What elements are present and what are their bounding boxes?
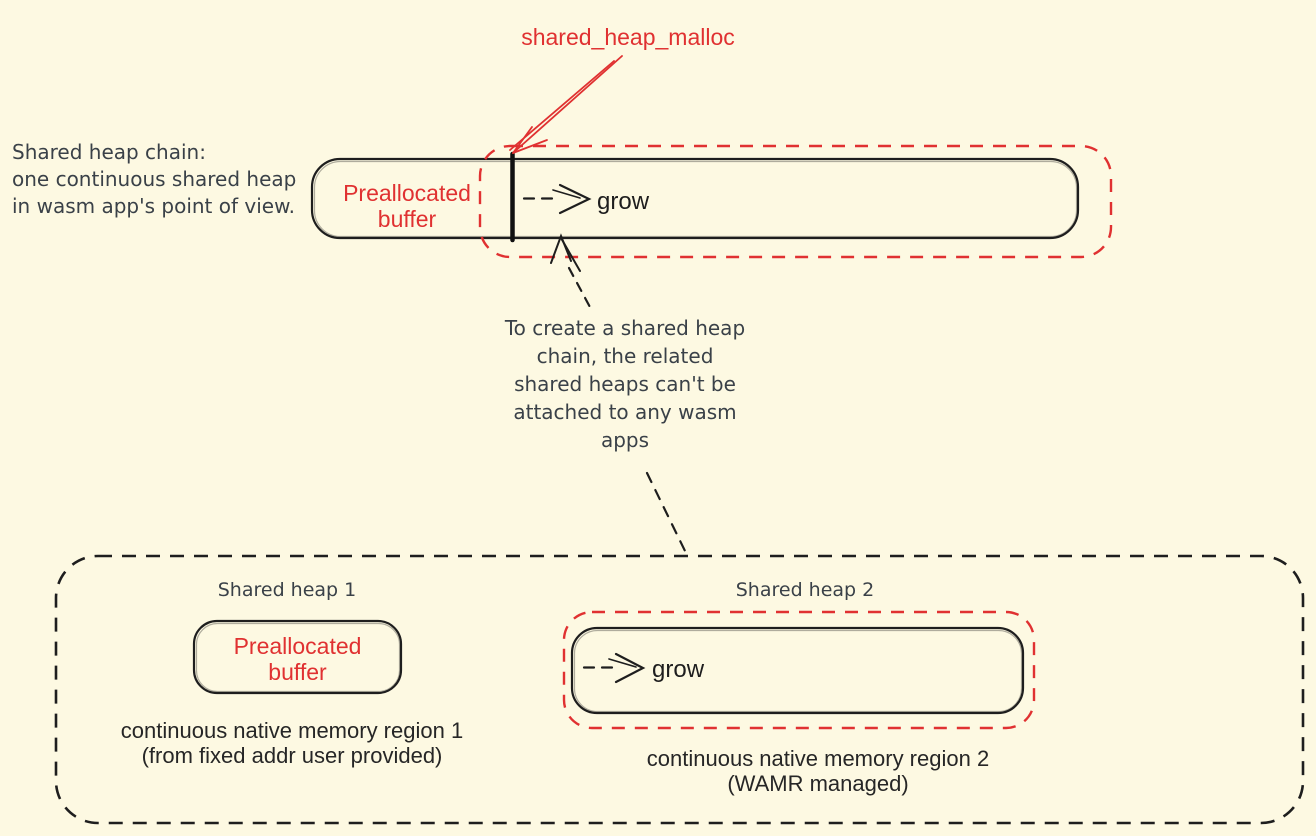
heap2-memory-region-note: continuous native memory region 2 (WAMR … — [646, 746, 990, 796]
chain-growable-red-outline — [478, 144, 1113, 259]
heap2-grow-label: grow — [652, 656, 705, 683]
chain-preallocated-buffer-label: Preallocated buffer — [343, 180, 471, 232]
heap1-memory-region-note: continuous native memory region 1 (from … — [120, 718, 464, 768]
heap1-title: Shared heap 1 — [217, 579, 357, 601]
malloc-arrow — [509, 55, 623, 154]
heap2-box — [570, 626, 1025, 715]
chain-description-note: Shared heap chain: one continuous shared… — [12, 140, 297, 218]
grow-arrow — [522, 183, 592, 215]
attach-pointer-arrow — [550, 233, 581, 272]
create-chain-note: To create a shared heap chain, the relat… — [504, 316, 746, 452]
group-dashed-connector — [645, 471, 688, 555]
chain-grow-label: grow — [597, 188, 650, 215]
heap1-preallocated-buffer-label: Preallocated buffer — [233, 633, 362, 685]
malloc-function-label: shared_heap_malloc — [521, 24, 735, 50]
heap2-red-outline — [562, 610, 1036, 730]
heap2-grow-arrow — [582, 652, 646, 684]
attach-dashed-connector — [567, 266, 593, 311]
heap2-title: Shared heap 2 — [735, 579, 875, 601]
